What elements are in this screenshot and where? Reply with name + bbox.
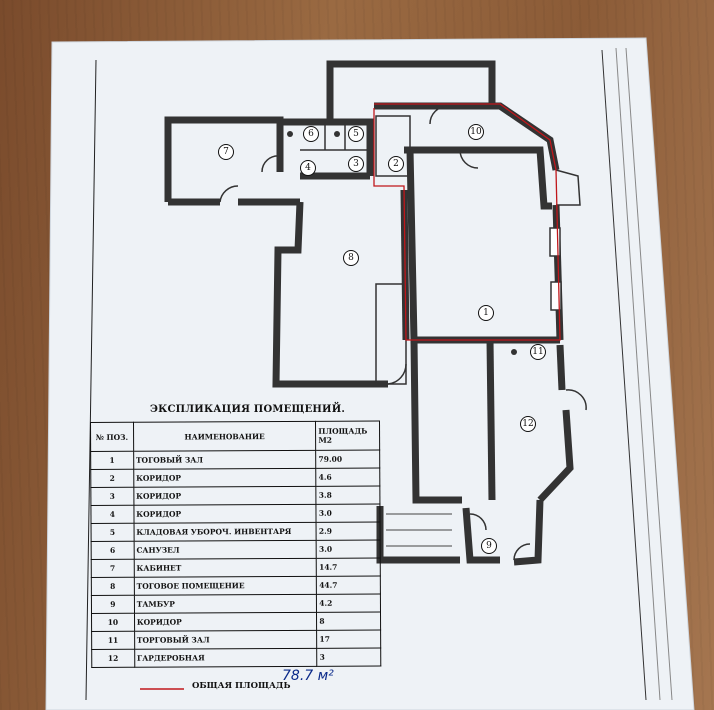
total-area-label: ОБЩАЯ ПЛОЩАДЬ <box>192 681 291 691</box>
row-area: 2.9 <box>316 521 381 541</box>
row-number: 2 <box>90 469 134 488</box>
room-label-9: 9 <box>481 538 497 554</box>
row-name: САНУЗЕЛ <box>133 540 317 560</box>
row-name: КАБИНЕТ <box>133 558 317 578</box>
room-label-11: 11 <box>530 344 546 360</box>
row-number: 6 <box>91 541 134 560</box>
row-area: 79.00 <box>315 449 380 469</box>
row-name: ТОРГОВЫЙ ЗАЛ <box>134 630 318 650</box>
room-label-2: 2 <box>388 156 404 172</box>
row-area: 3.8 <box>316 485 380 505</box>
table-header-row: № ПОЗ. НАИМЕНОВАНИЕ ПЛОЩАДЬ М2 <box>90 420 380 452</box>
row-name: КОРИДОР <box>133 504 317 524</box>
room-label-12: 12 <box>520 416 536 432</box>
row-name: ТОГОВЫЙ ЗАЛ <box>133 450 317 470</box>
row-name: ГАРДЕРОБНАЯ <box>134 648 318 668</box>
row-number: 12 <box>91 649 135 668</box>
row-name: КОРИДОР <box>133 468 317 488</box>
row-area: 3 <box>317 647 381 667</box>
total-area-handwritten: 78.7 м² <box>282 668 334 684</box>
room-label-8: 8 <box>343 250 359 266</box>
row-area: 4.6 <box>316 467 380 487</box>
row-number: 9 <box>91 595 135 614</box>
row-area: 44.7 <box>316 575 381 595</box>
row-name: КОРИДОР <box>134 612 317 632</box>
row-name: ТОГОВОЕ ПОМЕЩЕНИЕ <box>134 576 317 596</box>
row-number: 7 <box>91 559 135 578</box>
room-label-3: 3 <box>348 156 364 172</box>
row-number: 4 <box>90 505 134 524</box>
room-label-1: 1 <box>478 305 494 321</box>
room-label-7: 7 <box>218 144 234 160</box>
row-number: 10 <box>91 613 135 632</box>
col-name: НАИМЕНОВАНИЕ <box>133 421 316 452</box>
row-number: 11 <box>91 631 135 650</box>
row-area: 3.0 <box>316 503 381 523</box>
row-name: ТАМБУР <box>134 594 317 614</box>
row-area: 17 <box>316 629 381 649</box>
row-area: 8 <box>316 611 381 631</box>
row-number: 1 <box>90 451 134 470</box>
room-label-10: 10 <box>468 124 484 140</box>
row-area: 14.7 <box>316 557 381 577</box>
highlight-outline <box>373 103 561 341</box>
col-area: ПЛОЩАДЬ М2 <box>315 420 380 451</box>
room-label-5: 5 <box>348 126 364 142</box>
row-area: 4.2 <box>316 593 381 613</box>
room-label-6: 6 <box>303 126 319 142</box>
col-number: № ПОЗ. <box>90 422 134 452</box>
row-number: 5 <box>91 523 134 542</box>
row-name: КЛАДОВАЯ УБОРОЧ. ИНВЕНТАРЯ <box>133 522 317 542</box>
row-number: 8 <box>91 577 135 596</box>
paper <box>45 37 695 710</box>
row-number: 3 <box>90 487 134 506</box>
row-area: 3.0 <box>316 539 381 559</box>
room-label-4: 4 <box>300 160 316 176</box>
table-title: ЭКСПЛИКАЦИЯ ПОМЕЩЕНИЙ. <box>150 404 346 415</box>
row-name: КОРИДОР <box>133 486 317 506</box>
